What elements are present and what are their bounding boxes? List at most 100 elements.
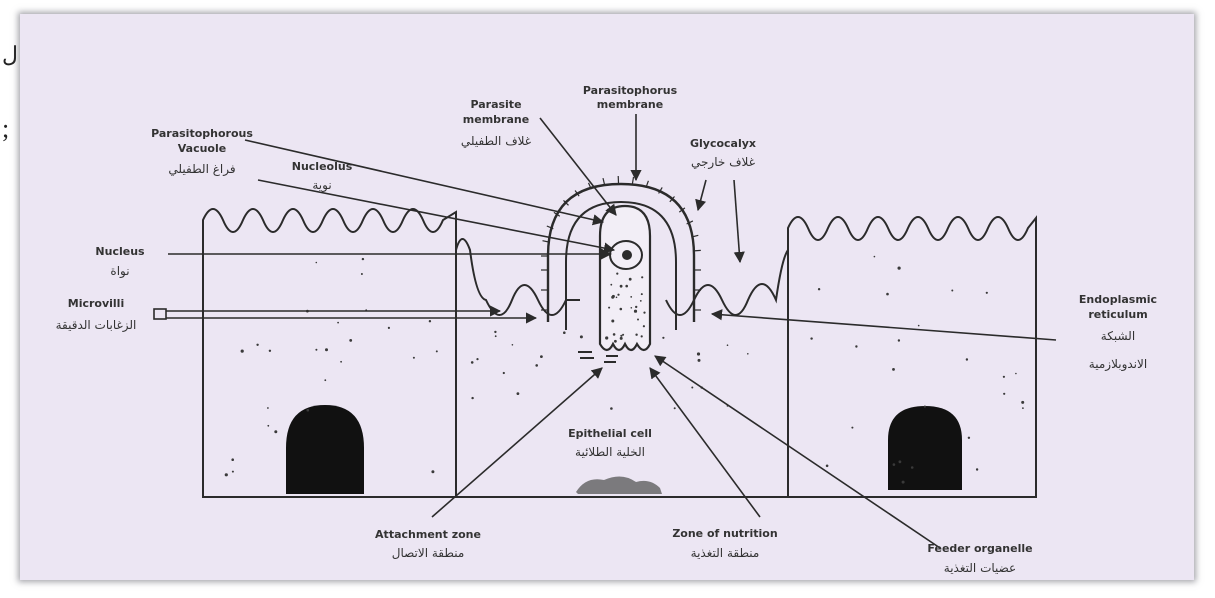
cytoplasm-dot xyxy=(503,372,505,374)
cytoplasm-dot xyxy=(986,292,988,294)
cytoplasm-dot xyxy=(540,355,543,358)
svg-text:نوية: نوية xyxy=(312,178,331,193)
cytoplasm-dot xyxy=(892,368,895,371)
parasite-nucleolus xyxy=(622,250,632,260)
cytoplasm-dot xyxy=(747,353,749,355)
cytoplasm-dot xyxy=(337,322,339,324)
cytoplasm-dot xyxy=(413,357,415,359)
cytoplasm-dot xyxy=(637,319,639,321)
cytoplasm-dot xyxy=(1015,373,1017,375)
svg-text:الاندوبلازمية: الاندوبلازمية xyxy=(1089,357,1147,372)
cytoplasm-dot xyxy=(698,359,701,362)
cytoplasm-dot xyxy=(267,425,269,427)
svg-text:Epithelial cell: Epithelial cell xyxy=(568,427,652,440)
cytoplasm-dot xyxy=(340,361,342,363)
cytoplasm-dot xyxy=(898,267,901,270)
cytoplasm-dot xyxy=(1021,401,1024,404)
cytoplasm-dot xyxy=(902,481,905,484)
cytoplasm-dot xyxy=(616,297,618,299)
svg-text:Nucleus: Nucleus xyxy=(95,245,145,258)
cytoplasm-dot xyxy=(855,345,857,347)
svg-text:Parasitophorus: Parasitophorus xyxy=(583,84,678,97)
cytoplasm-dot xyxy=(631,307,633,309)
cytoplasm-dot xyxy=(640,300,642,302)
label-parasitophorous-vacuole: Parasitophorous Vacuole فراغ الطفيلي xyxy=(151,127,253,177)
svg-text:Endoplasmic: Endoplasmic xyxy=(1079,293,1157,306)
cytoplasm-dot xyxy=(495,335,497,337)
svg-text:Attachment zone: Attachment zone xyxy=(375,528,481,541)
cytoplasm-dot xyxy=(325,348,328,351)
cytoplasm-dot xyxy=(886,293,889,296)
cytoplasm-dot xyxy=(641,335,643,337)
cytoplasm-dot xyxy=(431,470,434,473)
cytoplasm-dot xyxy=(620,337,623,340)
svg-text:الخلية الطلائية: الخلية الطلائية xyxy=(575,445,645,459)
cytoplasm-dot xyxy=(494,331,496,333)
cytoplasm-dot xyxy=(611,320,614,323)
label-nucleus: Nucleus نواة xyxy=(95,245,145,279)
label-endoplasmic-reticulum: Endoplasmic reticulum الشبكة الاندوبلازم… xyxy=(1079,293,1157,372)
cytoplasm-dot xyxy=(641,276,643,278)
cytoplasm-dot xyxy=(968,437,970,439)
svg-text:منطقة التغذية: منطقة التغذية xyxy=(691,546,760,560)
svg-text:Glycocalyx: Glycocalyx xyxy=(690,137,756,150)
label-zone-of-nutrition: Zone of nutrition منطقة التغذية xyxy=(672,527,777,560)
cytoplasm-dot xyxy=(535,364,538,367)
cytoplasm-dot xyxy=(826,465,829,468)
cell-debris xyxy=(576,476,662,494)
cytoplasm-dot xyxy=(1022,407,1024,409)
cytoplasm-dot xyxy=(851,427,853,429)
svg-text:غلاف الطفيلي: غلاف الطفيلي xyxy=(461,134,531,148)
cytoplasm-dot xyxy=(893,463,896,466)
cytoplasm-dot xyxy=(610,407,613,410)
svg-text:Zone of nutrition: Zone of nutrition xyxy=(672,527,777,540)
bristle xyxy=(632,177,633,184)
svg-text:Nucleolus: Nucleolus xyxy=(292,160,353,173)
svg-text:membrane: membrane xyxy=(463,113,529,126)
cytoplasm-dot xyxy=(643,325,645,327)
cytoplasm-dot xyxy=(630,296,632,298)
svg-text:الشبكة: الشبكة xyxy=(1101,329,1135,343)
label-microvilli: Microvilli الزغابات الدقيقة xyxy=(56,297,137,333)
svg-text:Parasitophorous: Parasitophorous xyxy=(151,127,253,140)
cytoplasm-dot xyxy=(1003,393,1005,395)
cytoplasm-dot xyxy=(512,344,514,346)
cytoplasm-dot xyxy=(476,358,478,360)
cytoplasm-dot xyxy=(307,409,310,412)
svg-text:Vacuole: Vacuole xyxy=(178,142,226,155)
svg-text:membrane: membrane xyxy=(597,98,663,111)
cytoplasm-dot xyxy=(634,310,637,313)
bristle xyxy=(603,178,605,185)
svg-text:Microvilli: Microvilli xyxy=(68,297,124,310)
cytoplasm-dot xyxy=(256,344,258,346)
cytoplasm-dot xyxy=(620,335,622,337)
svg-text:الزغابات الدقيقة: الزغابات الدقيقة xyxy=(56,318,137,333)
cytoplasm-dot xyxy=(810,337,812,339)
cytoplasm-dot xyxy=(610,284,612,286)
cytoplasm-dot xyxy=(563,331,566,334)
svg-text:منطقة الاتصال: منطقة الاتصال xyxy=(392,546,465,560)
cytoplasm-dot xyxy=(625,285,628,288)
cytoplasm-dot xyxy=(231,458,234,461)
left-cell-nucleus xyxy=(286,405,364,494)
cytoplasm-dot xyxy=(620,308,623,311)
cytoplasm-dot xyxy=(612,295,615,298)
cytoplasm-dot xyxy=(316,262,318,264)
cytoplasm-dot xyxy=(629,278,632,281)
cytoplasm-dot xyxy=(697,352,700,355)
cytoplasm-dot xyxy=(349,339,352,342)
label-attachment-zone: Attachment zone منطقة الاتصال xyxy=(375,528,481,560)
cytoplasm-dot xyxy=(225,473,228,476)
cytoplasm-dot xyxy=(580,335,583,338)
cytoplasm-dot xyxy=(429,320,431,322)
svg-text:Parasite: Parasite xyxy=(470,98,521,111)
cytoplasm-dot xyxy=(924,406,926,408)
cytoplasm-dot xyxy=(274,430,277,433)
bristle xyxy=(694,250,701,251)
cytoplasm-dot xyxy=(976,468,978,470)
cytoplasm-dot xyxy=(608,307,610,309)
cytoplasm-dot xyxy=(899,460,902,463)
cytoplasm-dot xyxy=(613,333,616,336)
cytoplasm-dot xyxy=(898,339,900,341)
